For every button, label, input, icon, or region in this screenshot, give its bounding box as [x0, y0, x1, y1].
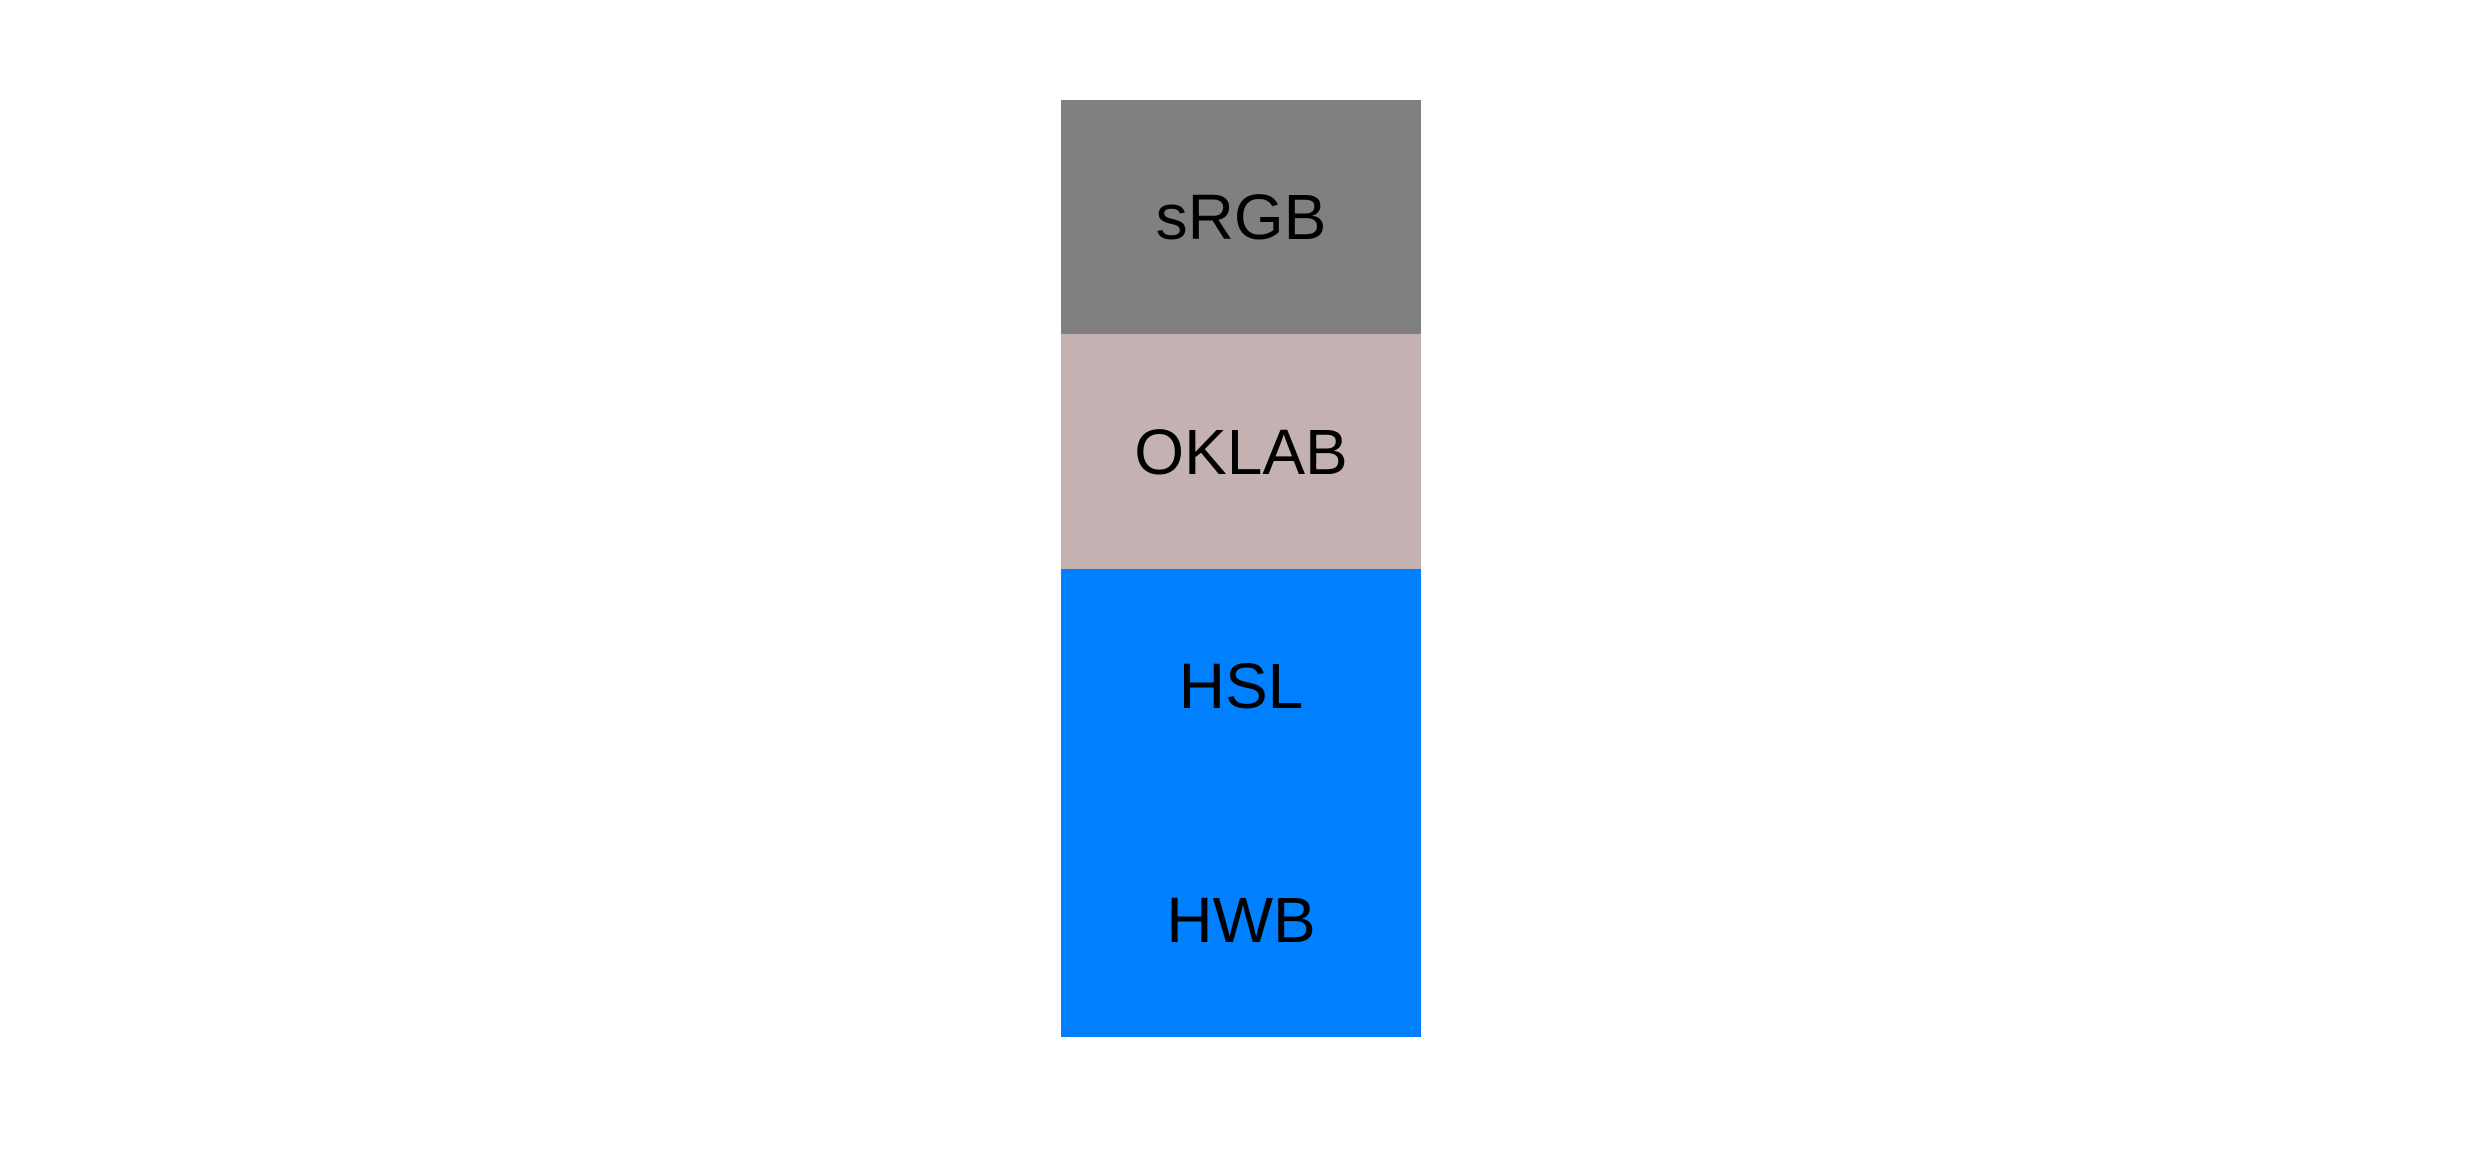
- color-block-oklab: OKLAB: [1061, 334, 1421, 569]
- color-space-stack: sRGB OKLAB HSL HWB: [1061, 100, 1421, 1037]
- color-block-oklab-label: OKLAB: [1134, 415, 1348, 488]
- color-block-hsl: HSL: [1061, 569, 1421, 803]
- color-block-srgb: sRGB: [1061, 100, 1421, 334]
- color-block-srgb-label: sRGB: [1155, 181, 1327, 253]
- color-block-hwb: HWB: [1061, 803, 1421, 1037]
- color-block-hwb-label: HWB: [1166, 884, 1316, 956]
- color-block-hsl-label: HSL: [1178, 650, 1304, 722]
